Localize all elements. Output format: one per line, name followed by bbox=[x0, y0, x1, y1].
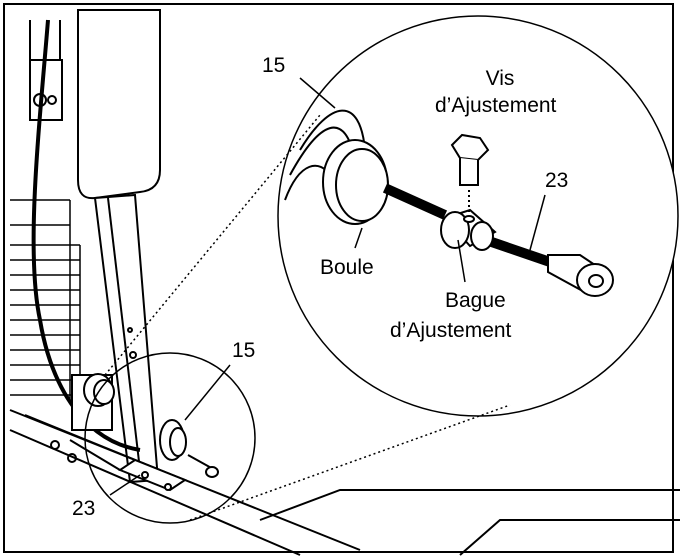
weight-stack bbox=[10, 199, 81, 400]
diagram-border bbox=[3, 3, 674, 553]
adjustment-collar bbox=[440, 208, 497, 251]
label-part-15-bottom: 15 bbox=[232, 339, 256, 362]
set-screw bbox=[450, 133, 490, 215]
leader-lines bbox=[109, 77, 546, 496]
label-bague: Bague bbox=[445, 289, 506, 312]
connector-lines bbox=[104, 114, 511, 521]
label-boule: Boule bbox=[320, 256, 374, 279]
label-part-15-top: 15 bbox=[262, 54, 286, 77]
upright-tube bbox=[93, 193, 160, 484]
label-part-23-bottom: 23 bbox=[72, 497, 96, 520]
label-bague-ajustement: d’Ajustement bbox=[390, 319, 512, 342]
detail-circle-small bbox=[84, 352, 256, 524]
ball-part bbox=[322, 139, 389, 225]
label-part-23-top: 23 bbox=[545, 169, 569, 192]
backrest-pad bbox=[77, 9, 161, 200]
base-frame bbox=[9, 409, 680, 556]
label-vis-ajustement: d’Ajustement bbox=[435, 94, 557, 117]
small-pulley-assembly bbox=[159, 419, 219, 478]
eye-bolt bbox=[547, 254, 614, 297]
label-vis: Vis bbox=[485, 67, 515, 90]
